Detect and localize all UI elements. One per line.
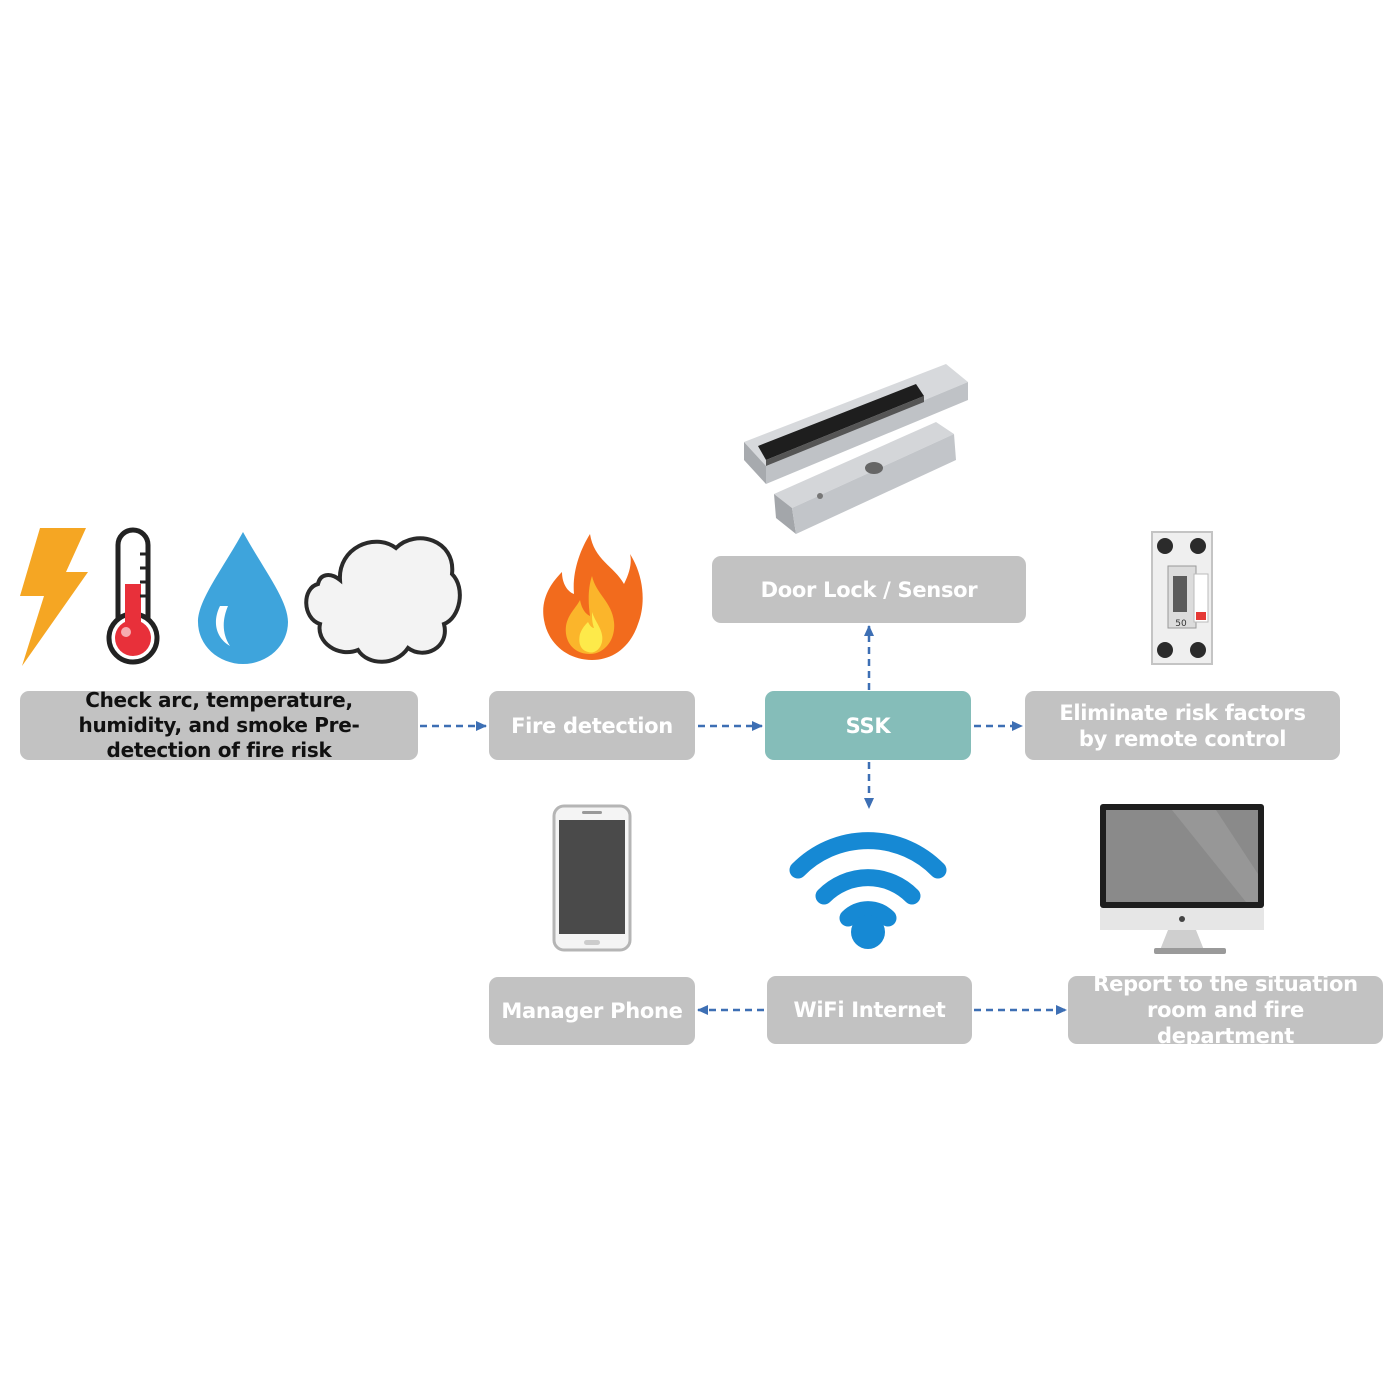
lightning-icon (20, 528, 88, 666)
water-drop-icon (198, 532, 288, 664)
thermometer-icon (106, 527, 160, 665)
circuit-breaker-icon: 50 (1151, 531, 1213, 665)
fire-detection-box: Fire detection (489, 691, 695, 760)
wifi-internet-label: WiFi Internet (793, 998, 946, 1022)
wifi-internet-box: WiFi Internet (767, 976, 972, 1044)
door-lock-label: Door Lock / Sensor (760, 577, 978, 602)
report-label: Report to the situation room and fire de… (1093, 972, 1358, 1048)
manager-phone-label: Manager Phone (501, 999, 683, 1023)
check-risk-label: Check arc, temperature, humidity, and sm… (78, 688, 360, 762)
door-lock-icon (744, 364, 968, 534)
door-lock-box: Door Lock / Sensor (712, 556, 1026, 623)
eliminate-risk-box: Eliminate risk factors by remote control (1025, 691, 1340, 760)
fire-icon (543, 534, 643, 660)
eliminate-risk-label: Eliminate risk factors by remote control (1059, 700, 1306, 751)
wifi-icon (789, 832, 947, 949)
manager-phone-box: Manager Phone (489, 977, 695, 1045)
check-risk-box: Check arc, temperature, humidity, and sm… (20, 688, 418, 762)
report-box: Report to the situation room and fire de… (1068, 972, 1383, 1048)
monitor-icon (1100, 804, 1264, 954)
ssk-box: SSK (765, 691, 971, 760)
breaker-rating: 50 (1175, 619, 1187, 629)
ssk-label: SSK (845, 713, 891, 738)
fire-detection-label: Fire detection (511, 713, 673, 738)
smoke-cloud-icon (304, 536, 462, 664)
smartphone-icon (552, 804, 632, 952)
